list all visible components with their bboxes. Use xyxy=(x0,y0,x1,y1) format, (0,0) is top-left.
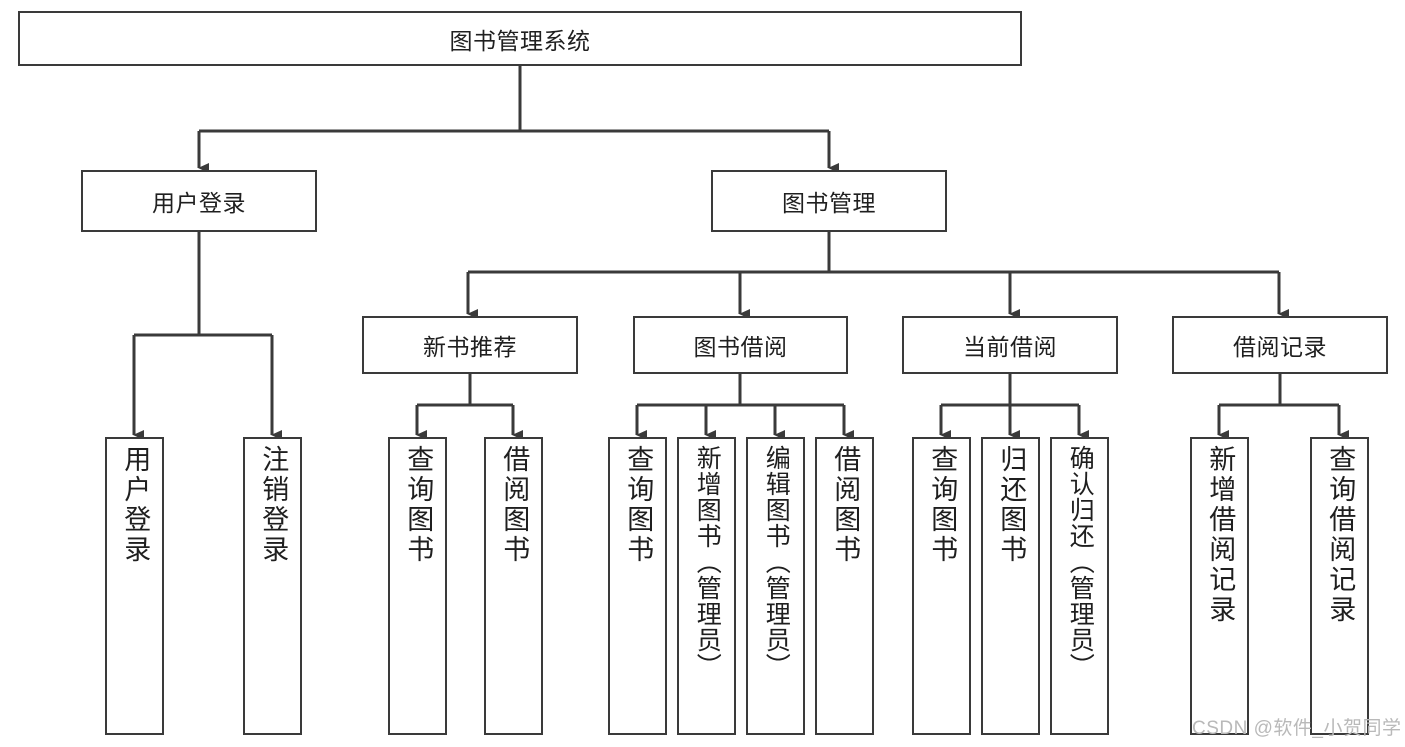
node-label: 确认归还（管理员） xyxy=(1066,445,1095,679)
node-leaf-query-book-2[interactable]: 查询图书 xyxy=(608,437,667,735)
node-label: 查询借阅记录 xyxy=(1325,445,1356,625)
node-leaf-query-record[interactable]: 查询借阅记录 xyxy=(1310,437,1369,735)
node-book-borrow[interactable]: 图书借阅 xyxy=(633,316,848,374)
node-current-borrow[interactable]: 当前借阅 xyxy=(902,316,1118,374)
node-leaf-logout[interactable]: 注销登录 xyxy=(243,437,302,735)
node-label: 新增借阅记录 xyxy=(1205,445,1236,625)
node-leaf-user-login[interactable]: 用户登录 xyxy=(105,437,164,735)
node-user-login[interactable]: 用户登录 xyxy=(81,170,317,232)
node-label: 归还图书 xyxy=(996,445,1027,565)
node-label: 查询图书 xyxy=(623,445,654,565)
node-leaf-query-book-1[interactable]: 查询图书 xyxy=(388,437,447,735)
node-leaf-borrow-book-2[interactable]: 借阅图书 xyxy=(815,437,874,735)
node-label: 编辑图书（管理员） xyxy=(762,445,791,679)
node-leaf-add-book[interactable]: 新增图书（管理员） xyxy=(677,437,736,735)
node-borrow-record[interactable]: 借阅记录 xyxy=(1172,316,1388,374)
node-label: 当前借阅 xyxy=(963,334,1057,360)
node-label: 图书借阅 xyxy=(693,334,788,360)
node-label: 借阅图书 xyxy=(830,445,861,565)
node-label: 借阅图书 xyxy=(499,445,530,565)
node-leaf-return-book[interactable]: 归还图书 xyxy=(981,437,1040,735)
node-leaf-query-book-3[interactable]: 查询图书 xyxy=(912,437,971,735)
node-label: 用户登录 xyxy=(120,445,151,565)
node-root[interactable]: 图书管理系统 xyxy=(18,11,1022,66)
node-label: 查询图书 xyxy=(403,445,434,565)
node-label: 新书推荐 xyxy=(423,334,517,360)
node-label: 图书管理系统 xyxy=(449,27,591,54)
node-label: 注销登录 xyxy=(258,445,289,565)
node-leaf-edit-book[interactable]: 编辑图书（管理员） xyxy=(746,437,805,735)
node-label: 借阅记录 xyxy=(1233,334,1327,360)
node-label: 新增图书（管理员） xyxy=(693,445,722,679)
watermark-text: CSDN @软件_小贺同学 xyxy=(1192,718,1402,739)
node-label: 图书管理 xyxy=(782,190,876,216)
node-leaf-add-record[interactable]: 新增借阅记录 xyxy=(1190,437,1249,735)
node-label: 查询图书 xyxy=(927,445,958,565)
node-leaf-borrow-book-1[interactable]: 借阅图书 xyxy=(484,437,543,735)
node-book-manage[interactable]: 图书管理 xyxy=(711,170,947,232)
node-leaf-confirm-return[interactable]: 确认归还（管理员） xyxy=(1050,437,1109,735)
node-new-book-rec[interactable]: 新书推荐 xyxy=(362,316,578,374)
node-label: 用户登录 xyxy=(152,190,246,216)
